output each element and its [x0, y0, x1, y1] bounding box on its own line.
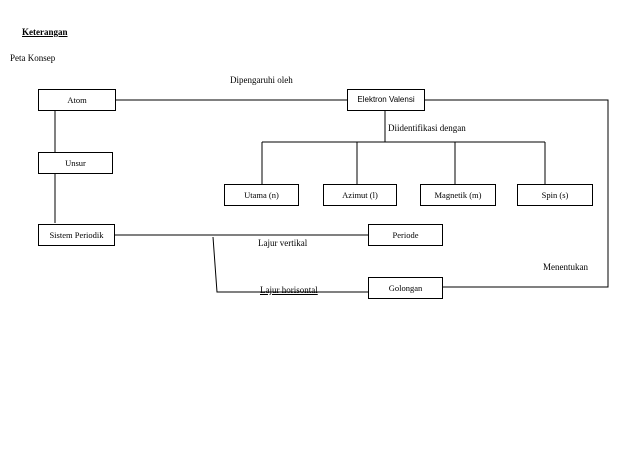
node-atom: Atom — [38, 89, 116, 111]
label-diidentifikasi: Diidentifikasi dengan — [388, 123, 466, 133]
node-sistem-periodik: Sistem Periodik — [38, 224, 115, 246]
node-elektron-valensi: Elektron Valensi — [347, 89, 425, 111]
label-dipengaruhi: Dipengaruhi oleh — [230, 75, 293, 85]
line-elektron-golongan — [425, 99, 609, 288]
line-sistem-golongan — [212, 236, 368, 293]
label-lajur-vertikal: Lajur vertikal — [258, 238, 308, 248]
node-periode: Periode — [368, 224, 443, 246]
node-azimut: Azimut (l) — [323, 184, 397, 206]
node-utama: Utama (n) — [224, 184, 299, 206]
node-golongan: Golongan — [368, 277, 443, 299]
label-menentukan: Menentukan — [543, 262, 588, 272]
label-lajur-horisontal: Lajur horisontal — [260, 285, 318, 295]
node-unsur: Unsur — [38, 152, 113, 174]
heading: Keterangan — [22, 27, 68, 37]
subtitle: Peta Konsep — [10, 53, 56, 63]
node-magnetik: Magnetik (m) — [420, 184, 496, 206]
node-spin: Spin (s) — [517, 184, 593, 206]
